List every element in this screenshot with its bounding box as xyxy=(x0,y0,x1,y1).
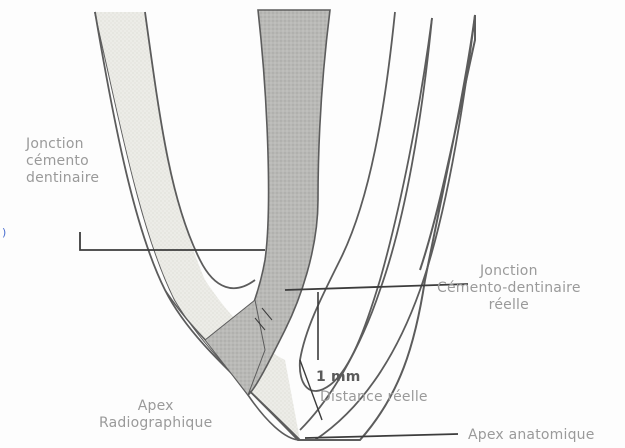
apex-anatomique-pointer xyxy=(305,434,458,438)
label-line: Radiographique xyxy=(99,415,212,432)
label-line: Jonction xyxy=(437,263,581,280)
label-one-mm: 1 mm xyxy=(316,369,361,386)
label-line: Apex xyxy=(99,398,212,415)
label-line: Cémento-dentinaire xyxy=(437,280,581,297)
label-line: dentinaire xyxy=(26,170,99,187)
left-margin-mark: ) xyxy=(2,224,7,241)
label-jonction-cemento-dentinaire: Jonction cémento dentinaire xyxy=(26,136,99,187)
label-apex-anatomique: Apex anatomique xyxy=(468,427,595,444)
label-line: cémento xyxy=(26,153,99,170)
label-line: réelle xyxy=(437,297,581,314)
label-apex-radiographique: Apex Radiographique xyxy=(99,398,212,432)
label-jonction-reelle: Jonction Cémento-dentinaire réelle xyxy=(437,263,581,314)
label-distance-reelle: Distance réelle xyxy=(320,389,428,406)
label-line: Jonction xyxy=(26,136,99,153)
